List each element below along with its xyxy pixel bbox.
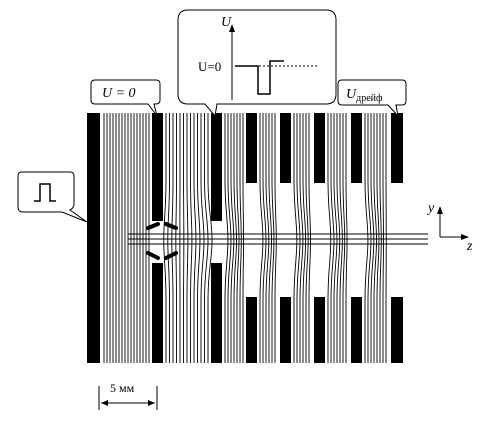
field-line xyxy=(342,113,346,363)
pulse-icon xyxy=(34,183,56,202)
field-line xyxy=(302,113,307,363)
field-line xyxy=(330,113,335,363)
field-line xyxy=(305,113,309,363)
beam-lines xyxy=(128,233,428,245)
field-line xyxy=(224,113,229,363)
potential-zero-label: U=0 xyxy=(198,59,221,74)
y-axis-label: y xyxy=(426,201,435,216)
focusing-arrows xyxy=(146,222,178,260)
potential-axis-label: U xyxy=(221,15,232,30)
field-line xyxy=(262,113,267,363)
field-line xyxy=(239,113,242,363)
field-line xyxy=(259,113,264,363)
field-line xyxy=(345,113,348,363)
field-lines xyxy=(103,113,387,363)
field-line xyxy=(167,113,170,363)
electrode-2-top xyxy=(211,113,222,221)
electrode-3-top xyxy=(246,113,257,183)
field-line xyxy=(230,113,235,363)
electrode-1-top xyxy=(152,113,163,221)
field-line xyxy=(186,113,189,363)
potential-well xyxy=(235,60,284,95)
field-line xyxy=(190,113,193,363)
electrode-1-bottom xyxy=(152,263,163,363)
field-line xyxy=(382,113,384,363)
field-line xyxy=(265,113,270,363)
potential-callout: U U=0 xyxy=(177,9,337,118)
field-line xyxy=(274,113,277,363)
field-line xyxy=(308,113,311,363)
field-line xyxy=(242,113,244,363)
electrode-3-bottom xyxy=(246,297,257,363)
electrode-4-top xyxy=(280,113,291,183)
electrode-left-full xyxy=(87,113,100,363)
electrode-2-bottom xyxy=(211,263,222,363)
field-line xyxy=(171,113,174,363)
field-line xyxy=(364,113,369,363)
coordinate-axes: y z xyxy=(426,201,473,254)
field-line xyxy=(227,113,232,363)
scale-label: 5 мм xyxy=(110,381,135,395)
field-line xyxy=(197,113,201,363)
field-line xyxy=(163,113,167,363)
electrode-5-bottom xyxy=(314,297,325,363)
drift-callout: Uдрейф xyxy=(337,79,407,118)
field-line xyxy=(327,113,332,363)
scale-bar: 5 мм xyxy=(98,381,158,410)
field-line xyxy=(336,113,341,363)
electrode-drift-bottom xyxy=(391,297,403,363)
left-electrode-label: U = 0 xyxy=(102,86,136,101)
drift-subscript: дрейф xyxy=(356,93,383,104)
field-line xyxy=(379,113,382,363)
pulse-callout xyxy=(17,171,88,223)
field-line xyxy=(200,113,205,363)
electrode-6-top xyxy=(351,113,362,183)
field-line xyxy=(370,113,375,363)
electrode-4-bottom xyxy=(280,297,291,363)
field-line xyxy=(296,113,301,363)
field-line xyxy=(339,113,343,363)
field-line xyxy=(233,113,237,363)
field-line xyxy=(299,113,304,363)
field-line xyxy=(367,113,372,363)
field-line xyxy=(333,113,338,363)
z-axis-label: z xyxy=(466,239,473,254)
field-line xyxy=(271,113,275,363)
field-line xyxy=(373,113,377,363)
field-line xyxy=(293,113,298,363)
field-line xyxy=(236,113,240,363)
potential-axis-arrow xyxy=(229,24,235,32)
electrode-6-bottom xyxy=(351,297,362,363)
field-line xyxy=(193,113,197,363)
electrodes xyxy=(87,113,403,363)
drift-label: Uдрейф xyxy=(346,87,383,104)
field-line xyxy=(175,113,177,363)
field-line xyxy=(376,113,380,363)
electrode-drift-top xyxy=(391,113,403,183)
left-electrode-callout: U = 0 xyxy=(90,79,161,117)
electrode-5-top xyxy=(314,113,325,183)
field-line xyxy=(204,113,209,363)
field-line xyxy=(268,113,272,363)
field-line xyxy=(207,113,213,363)
